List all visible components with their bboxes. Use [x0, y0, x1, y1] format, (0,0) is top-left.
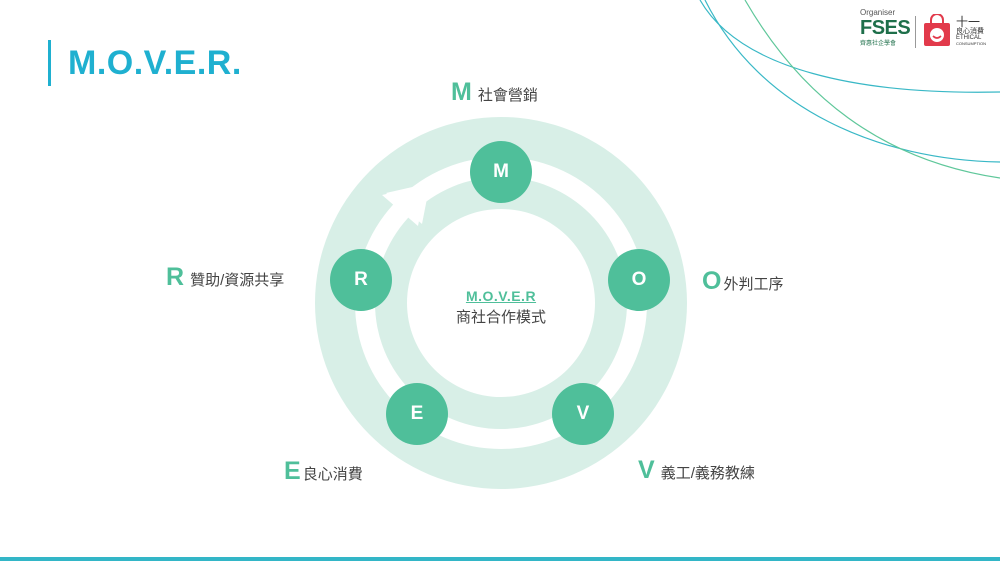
organiser-label: Organiser	[860, 8, 896, 17]
label-m: M 社會營銷	[451, 78, 538, 107]
label-m-text: 社會營銷	[477, 87, 538, 104]
node-m: M	[470, 141, 532, 203]
center-subtitle: 商社合作模式	[455, 309, 546, 326]
label-r-letter: R	[166, 263, 185, 291]
page-title: M.O.V.E.R.	[68, 44, 242, 82]
ethical-logo-cn: 良心消費	[956, 28, 984, 35]
label-e-letter: E	[284, 457, 301, 485]
shopping-bag-icon	[924, 14, 950, 46]
center-title: M.O.V.E.R	[465, 288, 537, 304]
fses-logo-subtitle: 齊惠社企學會	[860, 41, 897, 47]
label-m-letter: M	[451, 78, 472, 106]
cycle-center	[407, 209, 595, 397]
label-r: R 贊助/資源共享	[166, 263, 284, 292]
logo-divider	[915, 16, 916, 48]
bottom-accent-line	[0, 557, 1000, 561]
label-o-text: 外判工序	[723, 276, 784, 293]
label-v: V 義工/義務教練	[638, 456, 755, 485]
node-v: V	[552, 383, 614, 445]
title-accent-bar	[48, 40, 51, 86]
label-v-letter: V	[638, 456, 655, 484]
label-r-text: 贊助/資源共享	[190, 272, 285, 289]
fses-logo: FSES	[860, 17, 911, 39]
node-r: R	[330, 249, 392, 311]
node-o: O	[608, 249, 670, 311]
node-e: E	[386, 383, 448, 445]
ethical-logo-mark: 十一	[956, 15, 981, 29]
label-o-letter: O	[702, 267, 722, 295]
label-e: E 良心消費	[284, 457, 363, 486]
label-e-text: 良心消費	[302, 466, 363, 483]
ethical-logo-en: ETHICAL CONSUMPTION	[956, 35, 986, 46]
label-o: O 外判工序	[702, 267, 783, 296]
label-v-text: 義工/義務教練	[660, 465, 755, 482]
